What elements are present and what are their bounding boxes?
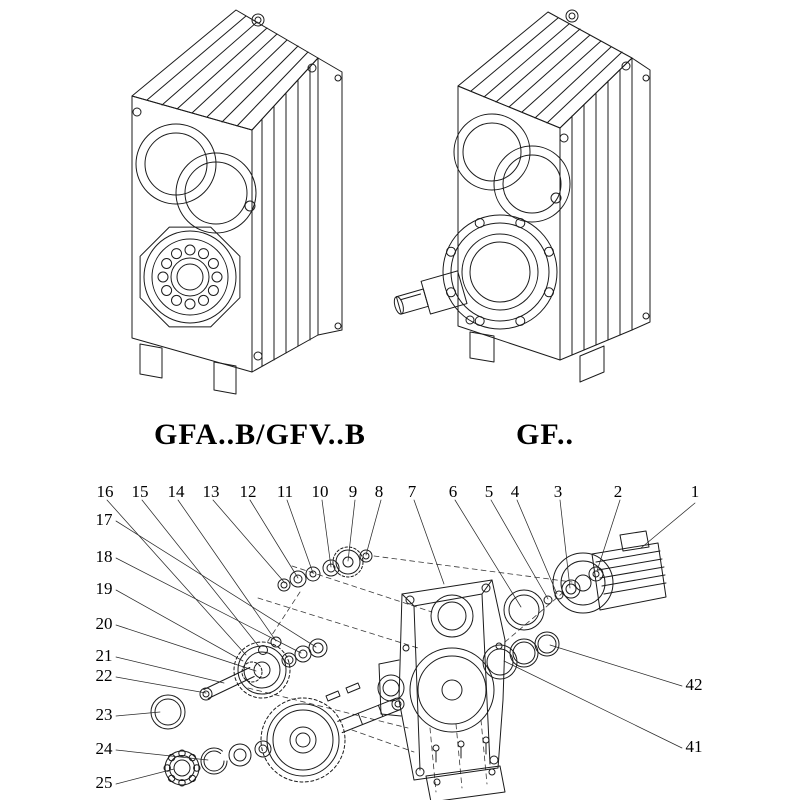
part-number-1: 1 <box>690 482 700 501</box>
part-number-25: 25 <box>95 773 113 792</box>
part-number-5: 5 <box>484 482 494 501</box>
part-number-23: 23 <box>95 705 113 724</box>
part-number-2: 2 <box>613 482 623 501</box>
gearbox-drawing-gfab <box>131 9 343 395</box>
part-number-13: 13 <box>202 482 220 501</box>
part-number-19: 19 <box>95 579 113 598</box>
gear-housing <box>377 579 506 781</box>
part-number-9: 9 <box>348 482 358 501</box>
part-number-12: 12 <box>239 482 257 501</box>
part-number-7: 7 <box>407 482 417 501</box>
part-number-10: 10 <box>311 482 329 501</box>
part-number-20: 20 <box>95 614 113 633</box>
part-number-41: 41 <box>685 737 703 756</box>
model-label-gf: GF.. <box>516 418 574 451</box>
part-number-22: 22 <box>95 666 113 685</box>
part-number-3: 3 <box>553 482 563 501</box>
part-number-8: 8 <box>374 482 384 501</box>
part-number-16: 16 <box>96 482 114 501</box>
part-number-21: 21 <box>95 646 113 665</box>
assembly-axis-lines <box>247 555 573 793</box>
part-number-24: 24 <box>95 739 113 758</box>
input-shaft-parts <box>277 546 373 592</box>
part-number-11: 11 <box>276 482 294 501</box>
bottom-cover-plate <box>425 736 506 800</box>
output-gear-parts <box>163 682 405 787</box>
part-number-15: 15 <box>131 482 149 501</box>
part-number-42: 42 <box>685 675 703 694</box>
part-number-18: 18 <box>95 547 113 566</box>
intermediate-gear-parts <box>150 636 328 730</box>
callout-leader-lines <box>106 499 696 785</box>
part-number-17: 17 <box>95 510 113 529</box>
exploded-view-diagram <box>106 499 696 800</box>
part-number-4: 4 <box>510 482 520 501</box>
motor <box>552 530 667 614</box>
part-number-6: 6 <box>448 482 458 501</box>
gearbox-drawing-gf <box>393 9 651 383</box>
part-number-14: 14 <box>167 482 185 501</box>
model-label-gfab: GFA..B/GFV..B <box>154 418 366 451</box>
